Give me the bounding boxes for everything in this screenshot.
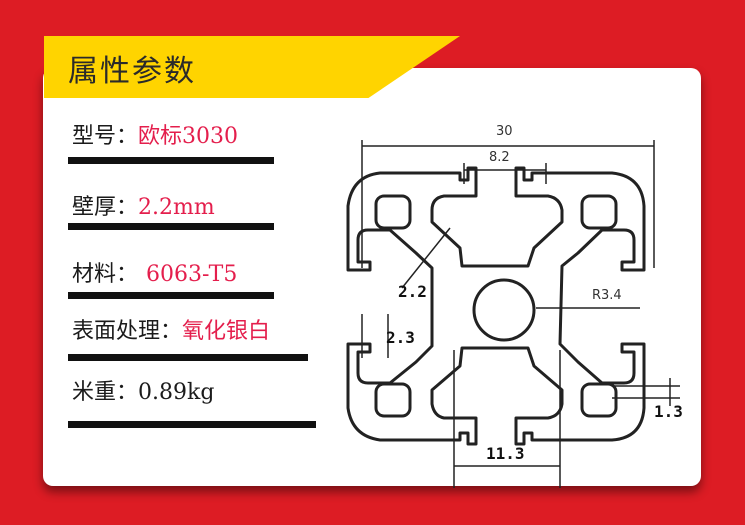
spec-row-material: 材料： 6063-T5: [72, 256, 237, 288]
dim-lip-label: 2.3: [386, 328, 415, 347]
divider: [68, 421, 316, 428]
dim-radius-label: R3.4: [592, 288, 622, 303]
spec-row-model: 型号： 欧标3030: [72, 118, 238, 150]
spec-row-wall: 壁厚： 2.2mm: [72, 189, 215, 221]
dim-small-label: 1.3: [654, 402, 683, 421]
dim-base-label: 11.3: [486, 444, 525, 463]
spec-value: 0.89kg: [138, 380, 215, 405]
spec-value: 欧标3030: [138, 124, 239, 149]
spec-value: 6063-T5: [146, 262, 238, 287]
spec-label: 型号：: [72, 124, 139, 149]
profile-cross-section-diagram: [346, 140, 680, 488]
divider: [68, 292, 274, 299]
spec-value: 2.2mm: [138, 195, 215, 220]
spec-row-finish: 表面处理： 氧化银白: [72, 313, 270, 345]
dim-width-label: 30: [496, 124, 513, 139]
divider: [68, 354, 308, 361]
spec-row-weight: 米重： 0.89kg: [72, 374, 214, 406]
spec-label: 材料：: [72, 262, 139, 287]
divider: [68, 157, 274, 164]
spec-label: 米重：: [72, 380, 139, 405]
divider: [68, 223, 274, 230]
dim-wall-label: 2.2: [398, 282, 427, 301]
spec-label: 壁厚：: [72, 195, 139, 220]
spec-label: 表面处理：: [72, 319, 183, 344]
dim-slot-label: 8.2: [489, 150, 510, 165]
banner-title: 属性参数: [68, 54, 196, 89]
spec-value: 氧化银白: [182, 319, 271, 344]
